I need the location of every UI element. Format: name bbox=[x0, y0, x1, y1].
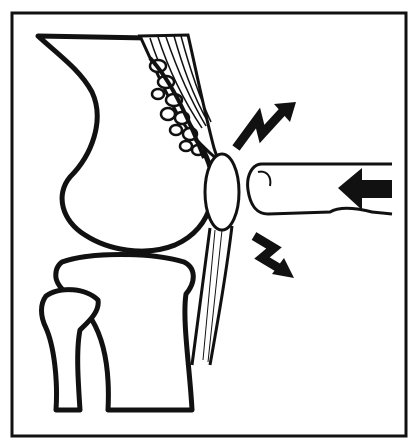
upper-impact-arrow bbox=[236, 102, 296, 148]
lower-impact-arrow bbox=[254, 236, 294, 278]
patellar-ligament bbox=[192, 226, 232, 365]
fibula-bone bbox=[42, 290, 99, 410]
patella bbox=[205, 154, 239, 230]
